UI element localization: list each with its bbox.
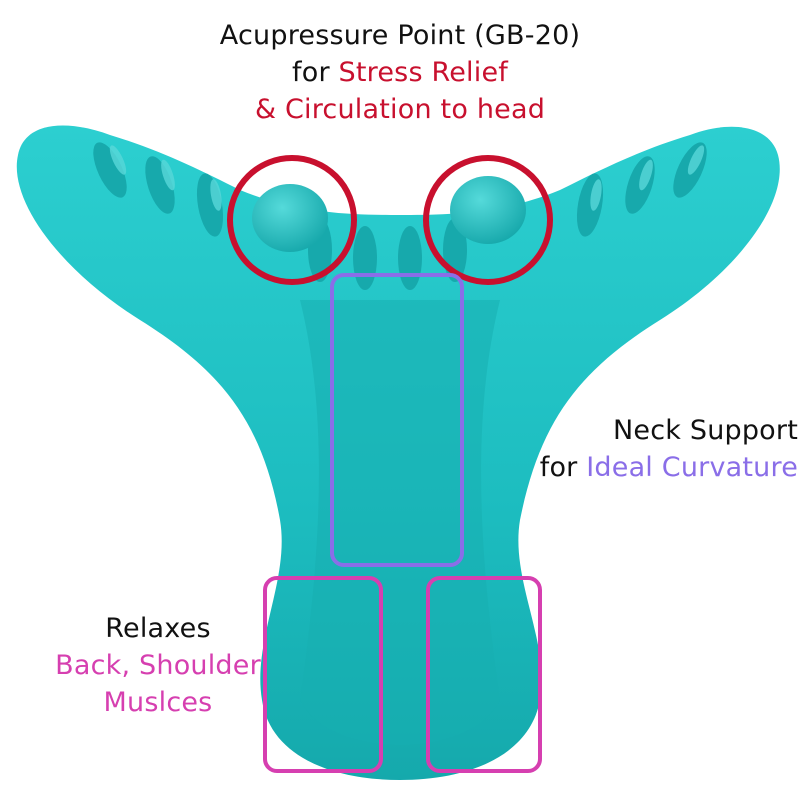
- stress-relief-text: Stress Relief: [338, 57, 508, 88]
- acupressure-title: Acupressure Point (GB-20): [219, 20, 581, 51]
- neck-support-subtitle: for Ideal Curvature: [508, 449, 798, 486]
- acupressure-subtitle: for Stress Relief: [0, 54, 800, 91]
- neck-support-prefix: for: [539, 452, 587, 483]
- neck-support-frame: [330, 273, 464, 567]
- circulation-text: & Circulation to head: [254, 94, 546, 125]
- relaxes-title: Relaxes: [105, 613, 211, 644]
- right-acupressure-ring: [423, 155, 553, 285]
- left-acupressure-ring: [227, 155, 357, 285]
- left-shoulder-frame: [263, 576, 383, 773]
- back-shoulder-text: Back, Shoulder: [55, 650, 261, 681]
- acupressure-prefix: for: [292, 57, 339, 88]
- muscles-text: Muslces: [103, 687, 213, 718]
- right-acupressure-bump: [450, 176, 526, 244]
- product-shadow: [300, 300, 500, 745]
- neck-support-title: Neck Support: [612, 415, 798, 446]
- right-shoulder-frame: [426, 576, 542, 773]
- neck-support-callout: Neck Support for Ideal Curvature: [508, 412, 798, 486]
- ideal-curvature-text: Ideal Curvature: [586, 452, 798, 483]
- left-acupressure-bump: [252, 184, 328, 252]
- relaxes-callout: Relaxes Back, Shoulder Muslces: [38, 610, 278, 721]
- acupressure-callout: Acupressure Point (GB-20) for Stress Rel…: [0, 17, 800, 128]
- ridge-highlights: [109, 145, 705, 211]
